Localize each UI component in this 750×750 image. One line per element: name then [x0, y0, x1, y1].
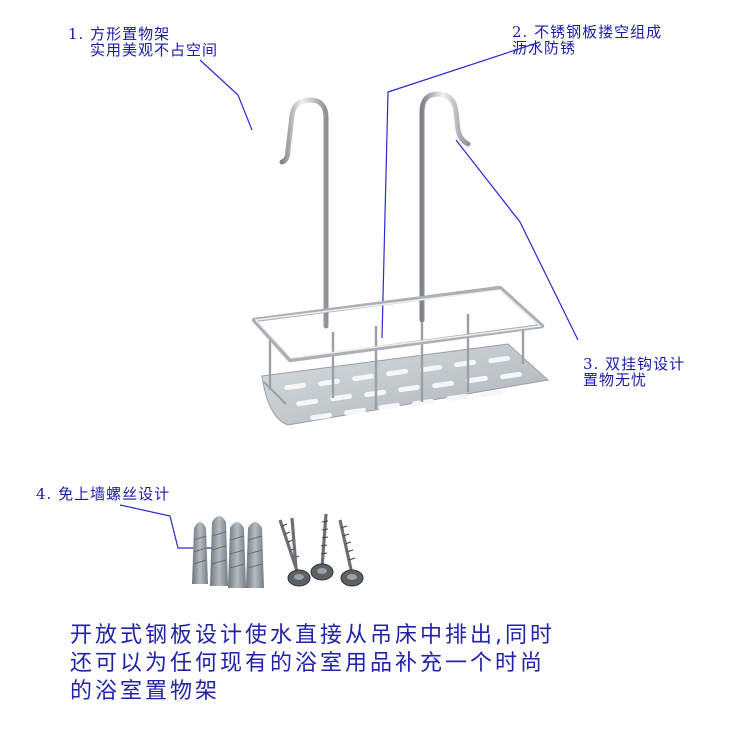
description-line-2: 还可以为任何现有的浴室用品补充一个时尚	[70, 651, 546, 676]
description-line-3: 的浴室置物架	[70, 679, 221, 704]
callout-3-subtitle: 置物无忧	[583, 371, 648, 389]
mid-rail	[263, 381, 287, 405]
callout-1-title: 1. 方形置物架	[68, 25, 171, 43]
rack-posts	[268, 314, 525, 410]
top-rim	[251, 285, 545, 363]
product-description: 开放式钢板设计使水直接从吊床中排出,同时 还可以为任何现有的浴室用品补充一个时尚…	[70, 622, 720, 706]
callout-2-title: 2. 不锈钢板搂空组成	[512, 23, 663, 41]
leader-line-2	[381, 41, 541, 339]
hook-left	[279, 97, 329, 329]
callout-3-title: 3. 双挂钩设计	[583, 355, 686, 373]
callout-4: 4. 免上墙螺丝设计	[36, 486, 170, 502]
hook-right	[419, 91, 471, 323]
callout-1-subtitle: 实用美观不占空间	[90, 41, 219, 59]
anchor-4	[246, 522, 264, 588]
anchor-1	[192, 522, 208, 584]
anchor-3	[228, 522, 246, 588]
screw-3	[310, 513, 334, 581]
anchor-2	[210, 516, 228, 586]
screw-4	[338, 519, 364, 587]
plate-slots	[284, 355, 522, 421]
wall-anchors	[192, 516, 264, 588]
screw-2	[290, 517, 298, 569]
hooks	[279, 91, 471, 329]
callout-2: 2. 不锈钢板搂空组成 沥水防锈	[512, 24, 662, 56]
leader-line-1	[199, 59, 253, 131]
leader-line-3	[455, 139, 579, 341]
base-plate	[261, 343, 550, 426]
rack	[251, 91, 550, 426]
callout-2-subtitle: 沥水防锈	[512, 39, 577, 57]
callout-1: 1. 方形置物架 实用美观不占空间	[68, 26, 218, 58]
callout-4-title: 4. 免上墙螺丝设计	[36, 485, 171, 503]
description-line-1: 开放式钢板设计使水直接从吊床中排出,同时	[70, 623, 555, 648]
callout-3: 3. 双挂钩设计 置物无忧	[583, 356, 685, 388]
screws	[278, 513, 364, 587]
